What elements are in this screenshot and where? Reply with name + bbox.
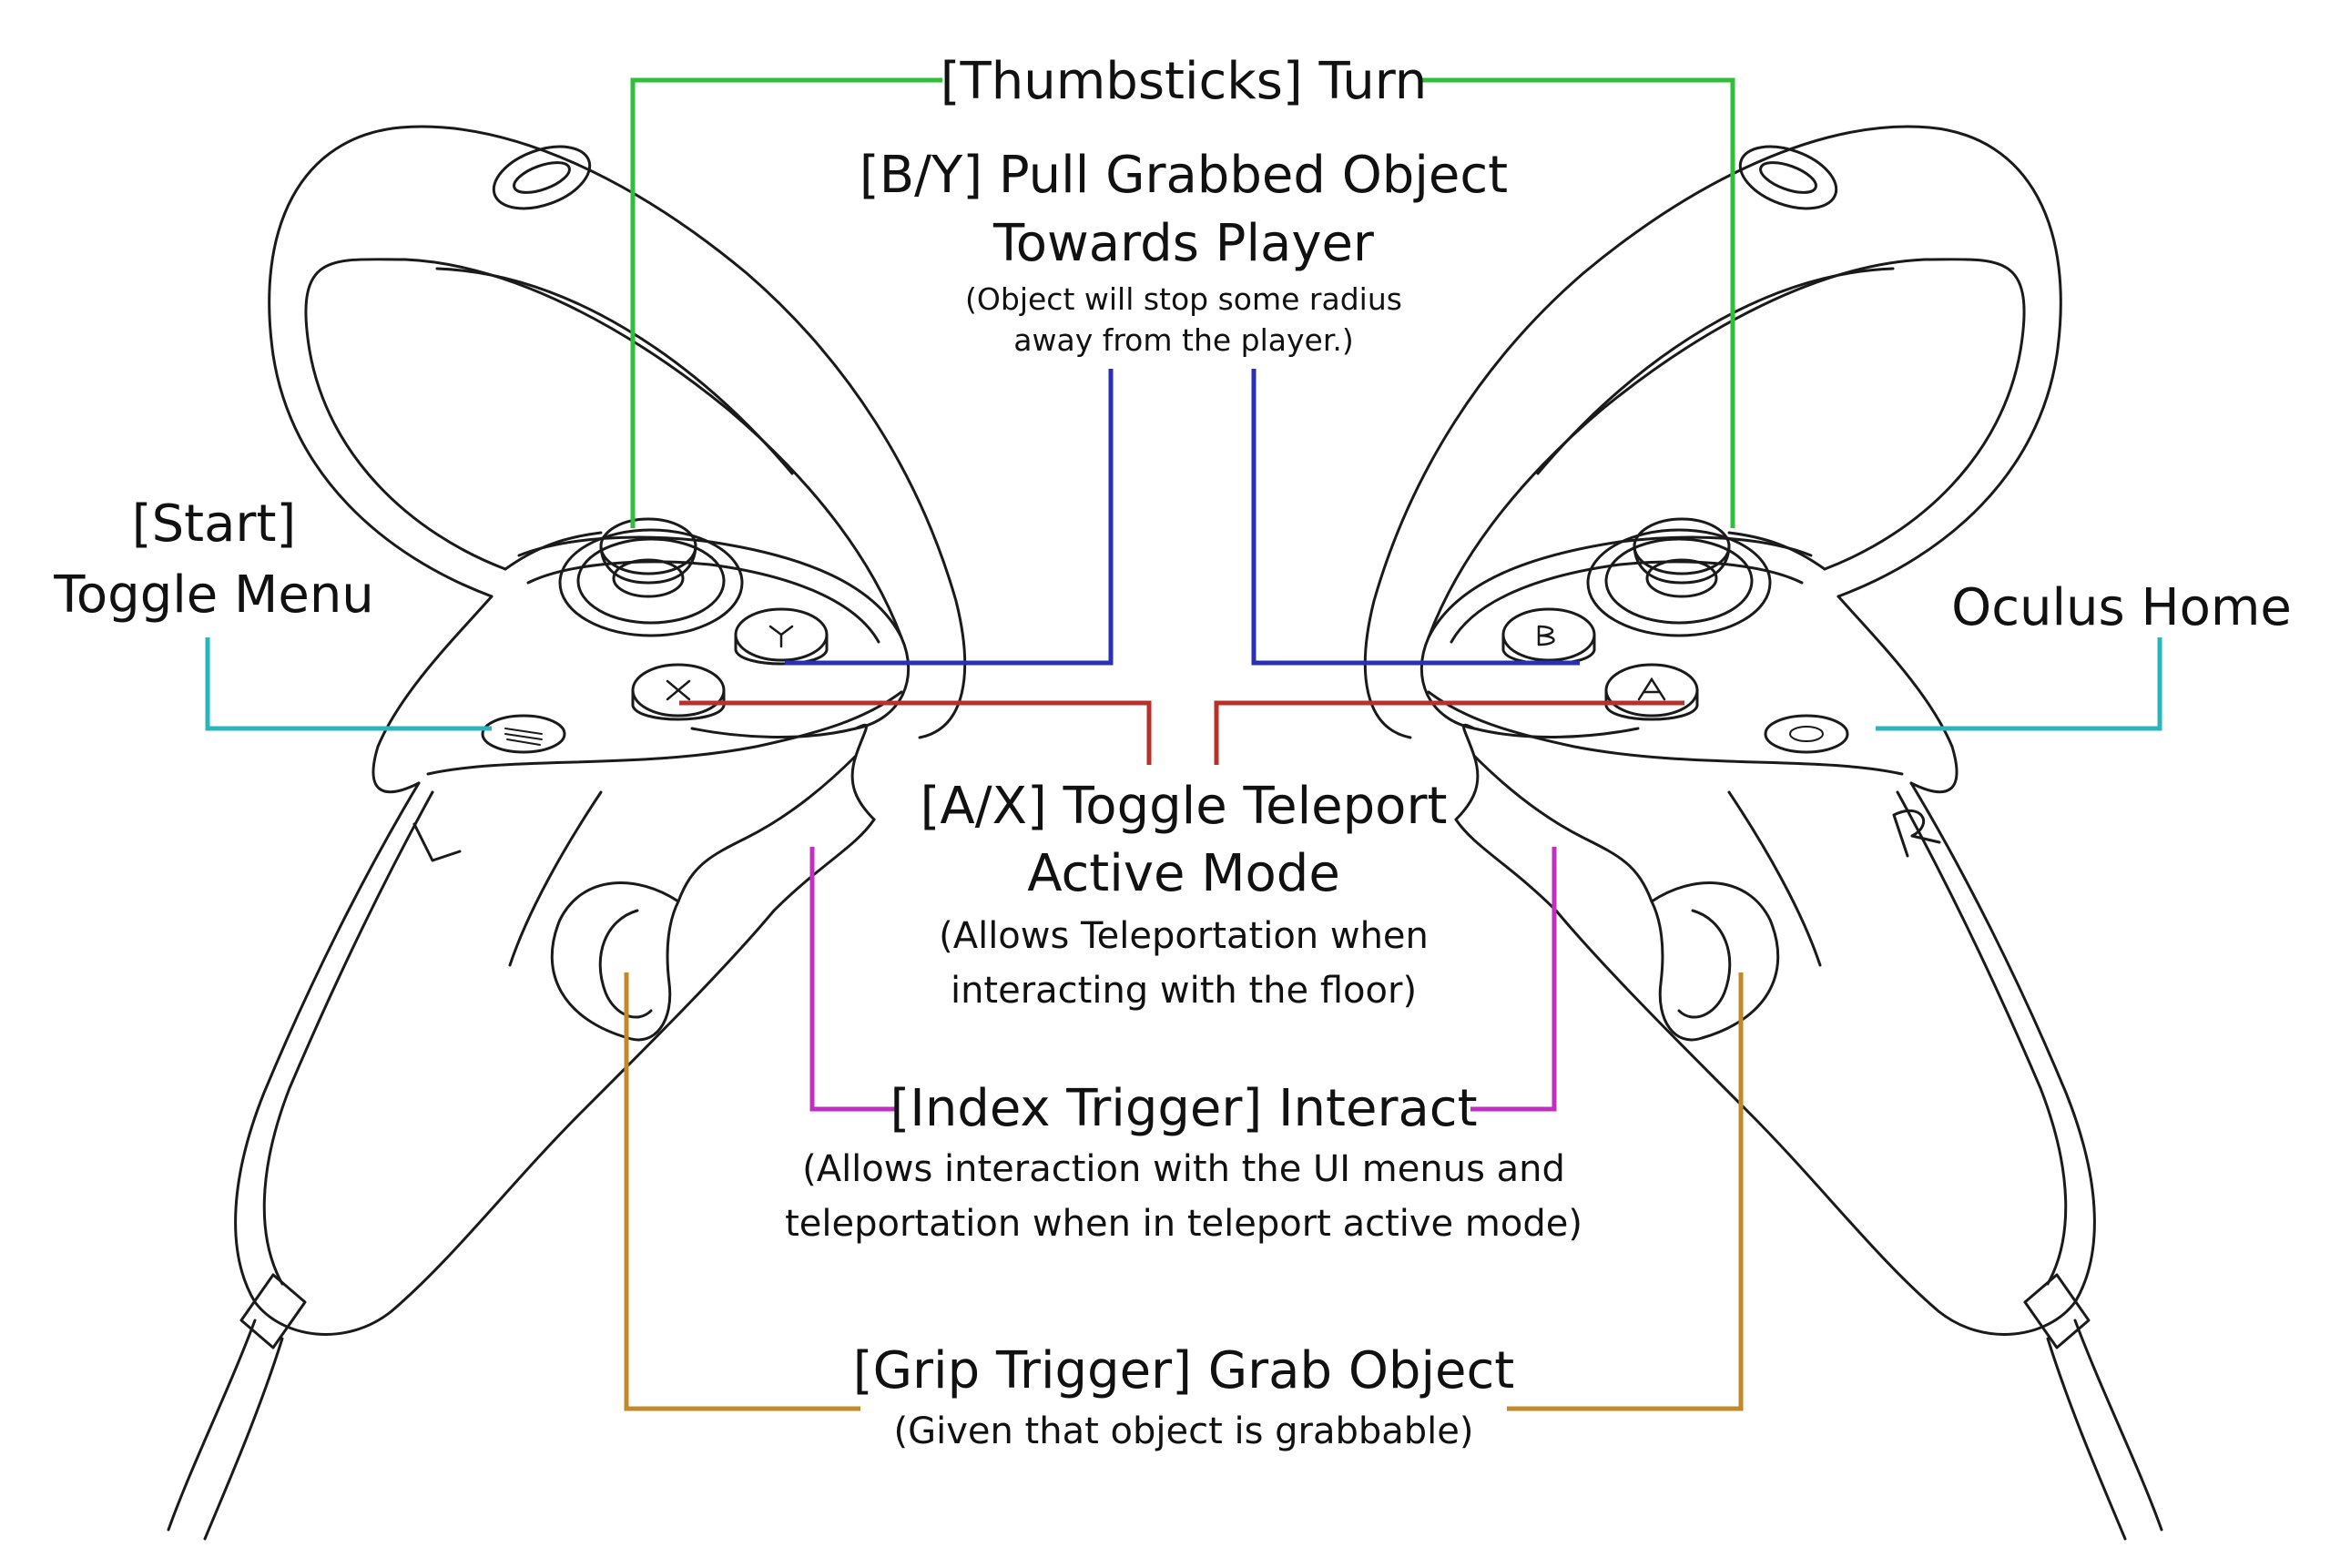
by-label-line-2: Towards Player [993, 214, 1374, 273]
right-controller-icon [1363, 125, 2163, 1541]
ax-label-line-1: [A/X] Toggle Teleport [920, 777, 1448, 836]
ax-note-line-2: interacting with the floor) [950, 970, 1418, 1012]
ax-right-line [1214, 700, 1684, 765]
index-right-line [1470, 847, 1557, 1112]
home-line [1876, 637, 2162, 731]
by-right-line [1251, 369, 1580, 666]
index-note-line-2: teleportation when in teleport active mo… [785, 1203, 1582, 1245]
thumbsticks-left-line [630, 77, 942, 528]
right-hand-mark [1892, 809, 1941, 858]
index-left-line [809, 847, 897, 1112]
grip-right-line [1507, 972, 1744, 1411]
thumbsticks-label: [Thumbsticks] Turn [940, 52, 1428, 111]
start-line [205, 637, 492, 731]
ax-note-line-1: (Allows Teleportation when [939, 915, 1429, 957]
right-button-marks [1537, 625, 1666, 701]
oculus-home-label: Oculus Home [1951, 578, 2292, 637]
grip-trigger-label: [Grip Trigger] Grab Object [852, 1341, 1515, 1400]
left-controller-icon [167, 125, 967, 1541]
grip-left-line [624, 972, 860, 1411]
start-label-line-2: Toggle Menu [54, 565, 374, 625]
ax-left-line [679, 700, 1152, 765]
start-label-line-1: [Start] [131, 494, 297, 554]
index-note-line-1: (Allows interaction with the UI menus an… [802, 1148, 1565, 1190]
by-note-line-2: away from the player.) [1013, 322, 1354, 358]
by-label-line-1: [B/Y] Pull Grabbed Object [859, 146, 1509, 205]
by-left-line [785, 369, 1114, 666]
by-note-line-1: (Object will stop some radius [965, 281, 1402, 317]
index-trigger-label: [Index Trigger] Interact [890, 1079, 1478, 1138]
thumbsticks-right-line [1422, 77, 1735, 528]
ax-label-line-2: Active Mode [1027, 844, 1340, 903]
grip-note: (Given that object is grabbable) [893, 1410, 1474, 1452]
